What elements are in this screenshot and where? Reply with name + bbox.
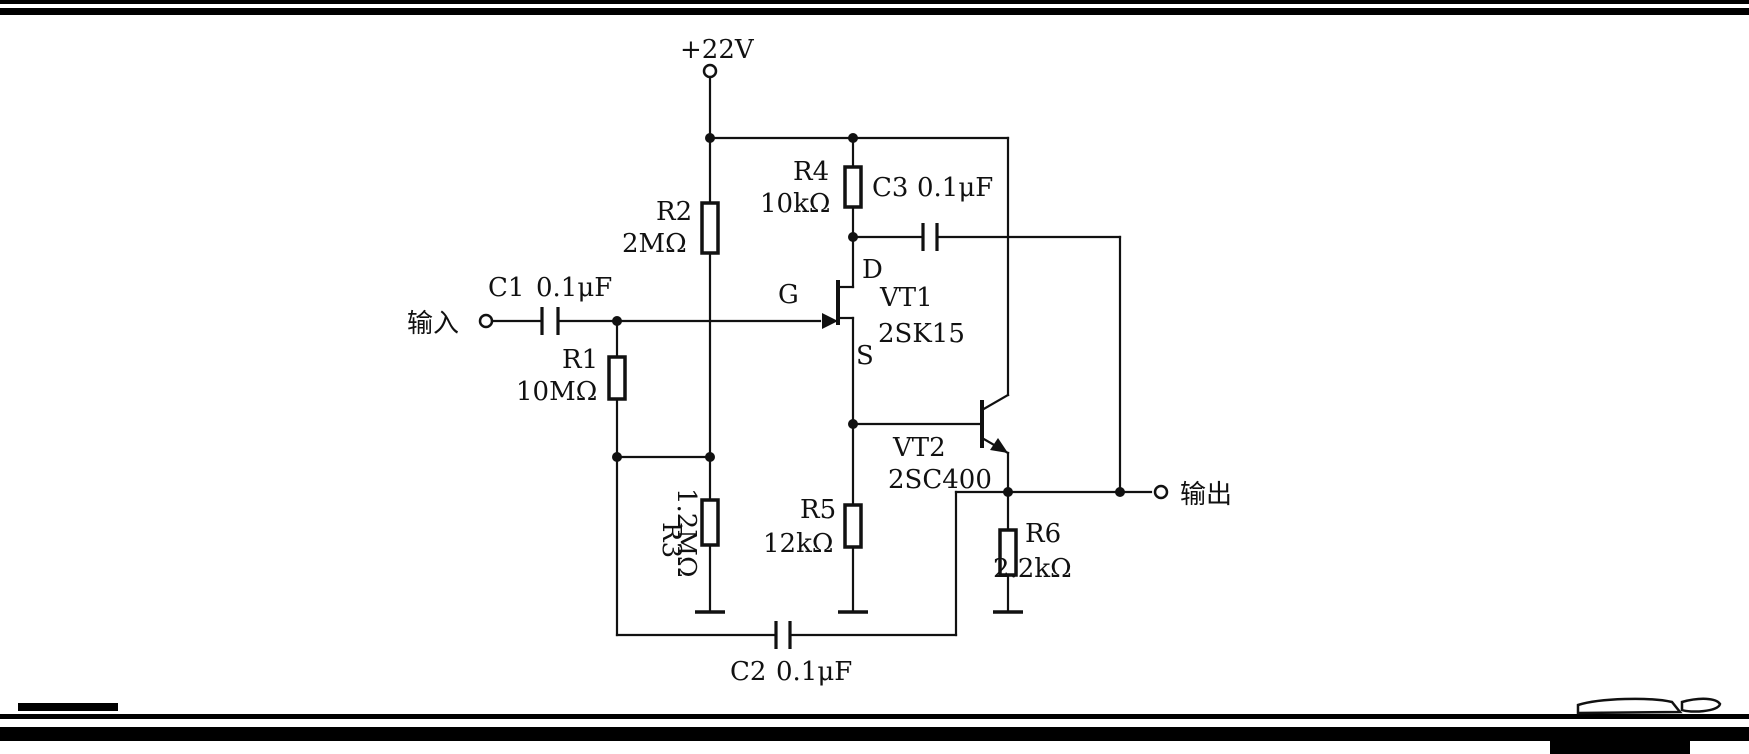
r6-name-label: R6 [1025,519,1061,549]
r3-value-label: 1.2MΩ [671,488,701,578]
capacitor-c3 [921,223,939,251]
vt1-drain-label: D [862,255,883,285]
c1-name-label: C1 [488,273,524,303]
output-label: 输出 [1180,480,1232,510]
resistor-r3 [700,498,720,547]
output-terminal [1153,484,1169,500]
bottom-frame-bar [0,714,1749,719]
junction-dots [612,133,1125,497]
left-margin-bar [18,703,118,711]
r4-value-label: 10kΩ [760,189,830,219]
r6-value-label: 2.2kΩ [993,554,1072,584]
vt1-name-label: VT1 [879,283,933,313]
resistor-r5 [843,503,863,549]
corner-mark [1550,741,1690,754]
resistor-r1 [607,355,627,401]
vt2-name-label: VT2 [892,433,946,463]
npn-transistor-vt2 [980,400,1008,453]
resistor-r4 [843,165,863,209]
supply-voltage-label: +22V [680,35,755,65]
resistor-r2 [700,201,720,255]
r4-name-label: R4 [793,157,829,187]
capacitor-c1 [540,307,560,335]
scribble-mark [1576,697,1683,715]
r1-value-label: 10MΩ [516,377,597,407]
top-frame-bar [0,0,1749,4]
vt1-source-label: S [856,341,874,371]
vt1-gate-label: G [778,280,799,310]
input-terminal [478,313,494,329]
r2-value-label: 2MΩ [622,229,687,259]
bottom-frame-bar-thick [0,727,1749,741]
vt2-part-label: 2SC400 [888,465,992,495]
resistor-r6 [998,528,1018,577]
top-frame-bar-thick [0,8,1749,15]
c1-value-label: 0.1μF [536,273,612,303]
c2-name-label: C2 [730,657,766,687]
c2-value-label: 0.1μF [776,657,852,687]
vt1-part-label: 2SK15 [878,319,965,349]
r1-name-label: R1 [562,345,598,375]
r5-value-label: 12kΩ [763,529,833,559]
jfet-vt1 [822,280,840,329]
r2-name-label: R2 [656,197,692,227]
c3-name-label: C3 [872,173,908,203]
r5-name-label: R5 [800,495,836,525]
r3-name-label: R3 [656,522,686,558]
wires [490,74,1153,637]
input-label: 输入 [407,309,459,339]
supply-terminal [702,63,718,79]
scribble-mark-2 [1680,697,1722,713]
capacitor-c2 [774,621,792,649]
c3-value-label: 0.1μF [917,173,993,203]
